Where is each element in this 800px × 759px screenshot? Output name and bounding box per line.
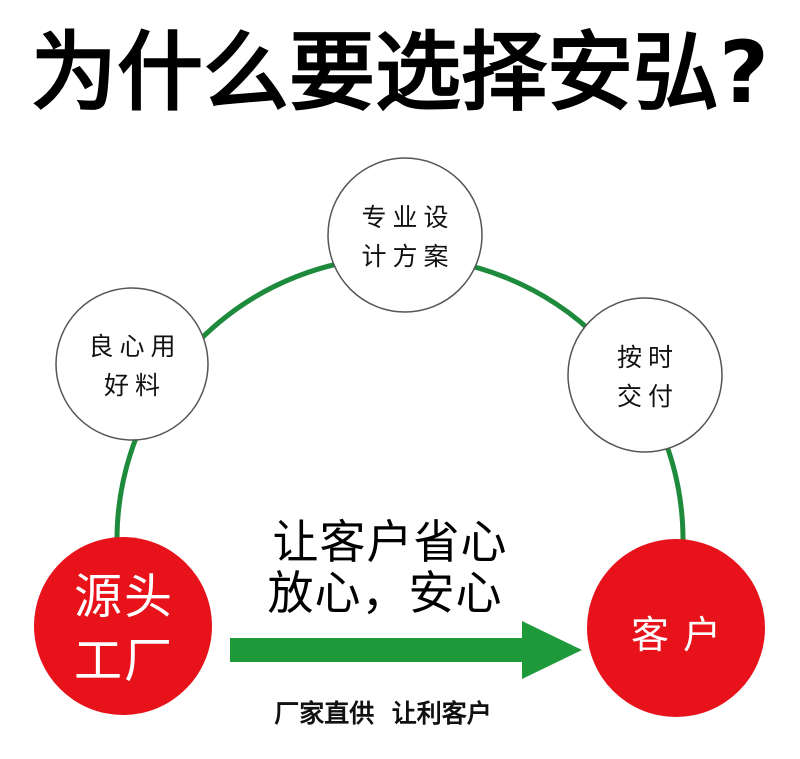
node-design: 专业设 计方案: [327, 157, 483, 313]
node-delivery-circle: [567, 297, 723, 453]
node-design-line1: 专业设: [361, 203, 454, 232]
slogan-line1: 让客户省心: [273, 515, 508, 569]
node-materials: 良心用 好料: [55, 287, 209, 441]
node-delivery-line1: 按时: [617, 343, 679, 372]
supply-arrow-head: [522, 621, 582, 679]
node-factory: 源头 工厂: [34, 537, 212, 715]
slogan-line2: 放心，安心: [268, 566, 503, 620]
node-factory-line1: 源头: [74, 569, 174, 625]
node-design-line2: 计方案: [361, 242, 454, 271]
node-factory-circle: [34, 537, 212, 715]
node-delivery: 按时 交付: [567, 297, 723, 453]
node-materials-line1: 良心用: [88, 332, 181, 361]
node-materials-circle: [55, 287, 209, 441]
node-client: 客户: [587, 539, 765, 717]
node-design-circle: [327, 157, 483, 313]
page-title: 为什么要选择安弘?: [31, 23, 769, 123]
supply-arrow-shaft: [230, 638, 536, 662]
node-client-circle: [587, 539, 765, 717]
supply-arrow: [230, 621, 582, 679]
node-client-label: 客户: [631, 613, 735, 657]
node-materials-line2: 好料: [104, 371, 166, 400]
node-delivery-line2: 交付: [617, 382, 679, 411]
node-factory-line2: 工厂: [74, 633, 174, 689]
arrow-caption: 厂家直供 让利客户: [274, 699, 491, 728]
